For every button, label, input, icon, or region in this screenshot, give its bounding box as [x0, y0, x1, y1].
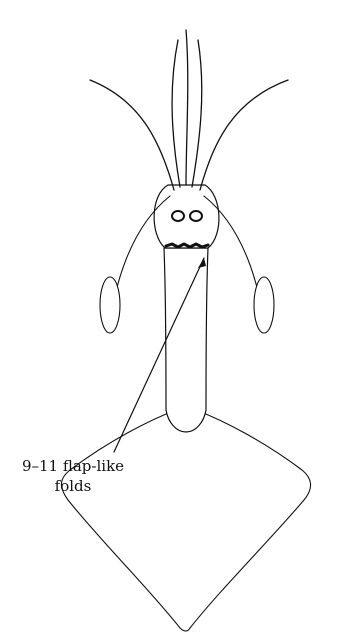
- arm-right-2: [200, 80, 288, 190]
- mantle: [164, 248, 208, 432]
- callout-label-line1: 9–11 flap-like: [8, 456, 138, 476]
- callout-label-line2: folds: [8, 476, 138, 496]
- head: [154, 185, 219, 248]
- fin: [61, 410, 310, 631]
- tentacle-club-left: [100, 277, 120, 333]
- tentacle-club-right: [254, 277, 274, 333]
- arm-center: [186, 30, 188, 185]
- arm-left-1: [172, 40, 180, 187]
- arm-left-2: [90, 80, 174, 190]
- arm-right-1: [192, 40, 202, 187]
- callout-label: 9–11 flap-like folds: [8, 456, 138, 496]
